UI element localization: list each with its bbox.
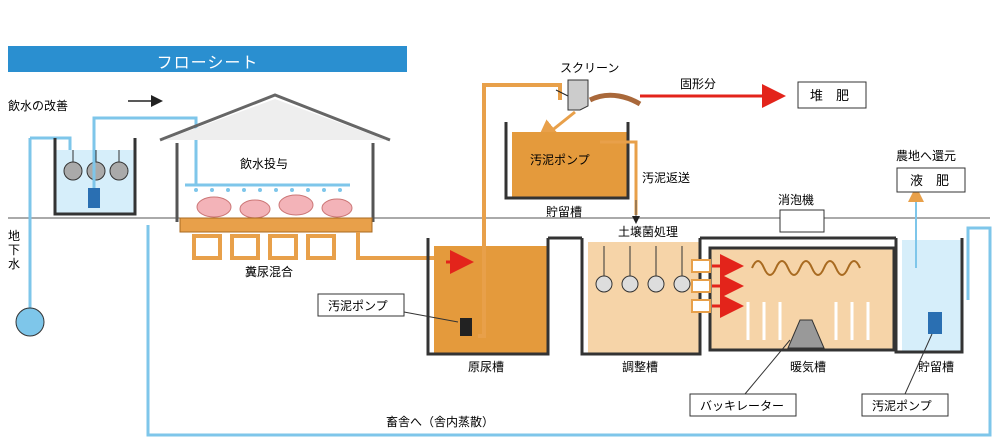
label-solids: 固形分 [680, 77, 716, 91]
label-defoamer: 消泡機 [778, 192, 814, 207]
title-banner: フローシート [8, 46, 407, 72]
pig-icon [196, 194, 353, 219]
page-title: フローシート [156, 53, 259, 72]
label-sludge-pump-3: 汚泥ポンプ [872, 399, 932, 413]
label-storage-tank-2: 貯留槽 [918, 360, 954, 374]
label-farmland-return: 農地へ還元 [896, 149, 956, 163]
pump-1-icon [460, 318, 472, 336]
aeration-arrows [746, 302, 870, 340]
water-pump-icon [88, 188, 100, 208]
return-pipe [146, 225, 992, 437]
label-groundwater: 地下水 [8, 229, 20, 271]
label-sludge-pump-1: 汚泥ポンプ [328, 299, 388, 313]
label-drinking: 飲水投与 [240, 156, 288, 171]
label-compost: 堆 肥 [810, 89, 849, 104]
label-manure-mix: 糞尿混合 [245, 264, 293, 279]
drinking-pipe [92, 116, 198, 188]
liquid-fertilizer-box [896, 167, 966, 193]
label-sludge-return: 汚泥返送 [642, 170, 690, 185]
adjust-tank [588, 242, 700, 354]
drinking-nozzles [194, 188, 342, 192]
callout-bakki [689, 393, 797, 417]
bakki-aerator-icon [787, 319, 825, 349]
pump-3-icon [928, 312, 942, 334]
label-storage-tank-1: 貯留槽 [546, 205, 582, 219]
label-adjust-tank: 調整槽 [622, 359, 658, 374]
label-sludge-pump-2: 汚泥ポンプ [530, 153, 590, 167]
label-to-barn: 畜舎へ（舎内蒸散） [386, 414, 494, 429]
defoamer-icon [779, 209, 825, 233]
callout-pump-1 [317, 293, 405, 317]
label-bakki-aerator: バッキレーター [700, 399, 784, 413]
label-water-improve: 飲水の改善 [8, 98, 68, 113]
label-soil-bacteria: 土壌菌処理 [618, 225, 678, 239]
label-raw-tank: 原尿槽 [468, 360, 504, 374]
manure-pipe [356, 232, 440, 260]
compost-box [797, 81, 867, 109]
foam-coil [751, 260, 861, 276]
barn-roof [159, 93, 391, 142]
label-screen: スクリーン [560, 61, 619, 75]
screen-icon [567, 79, 589, 111]
label-aeration-tank: 暖気槽 [790, 359, 826, 374]
groundwater-well [15, 307, 45, 337]
compost-pile-icon [588, 92, 642, 107]
label-liquid-fertilizer: 液 肥 [910, 174, 949, 189]
